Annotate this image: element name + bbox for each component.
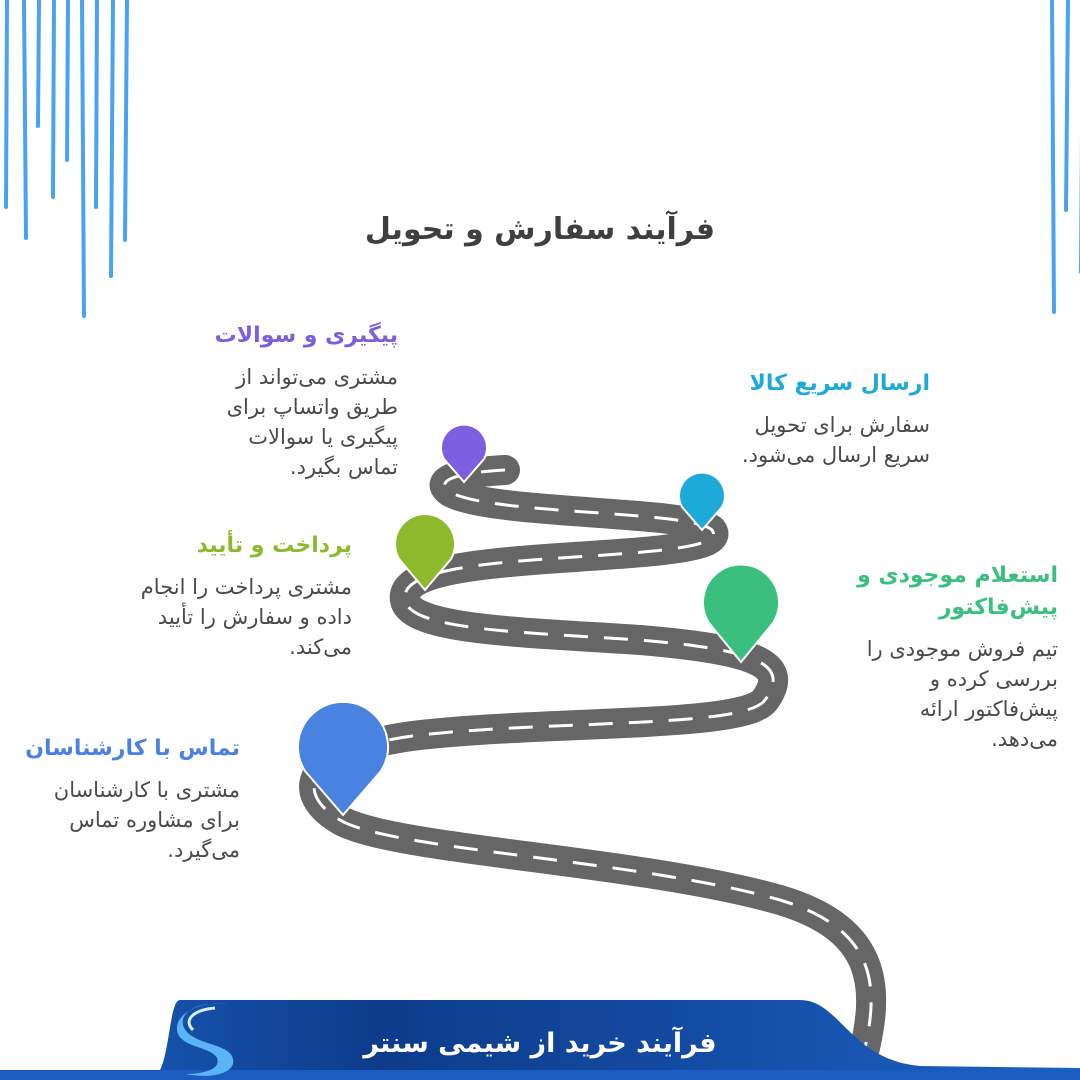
decorative-stripes-left	[4, 0, 129, 318]
footer-title: فرآیند خرید از شیمی سنتر	[363, 1028, 717, 1059]
decorative-stripes-right	[1050, 0, 1080, 314]
step-description: مشتری با کارشناسان برای مشاوره تماس می‌گ…	[53, 778, 240, 862]
s-wave-logo-icon	[176, 1003, 234, 1076]
step-heading: پیگیری و سوالات	[214, 323, 398, 348]
step-contact: تماس با کارشناسان مشتری با کارشناسان برا…	[25, 733, 240, 865]
step-description: مشتری می‌تواند از طریق واتساپ برای پیگیر…	[226, 365, 398, 479]
pin-payment-icon	[394, 513, 456, 592]
pin-contact-icon	[297, 703, 389, 817]
step-heading: پرداخت و تأیید	[196, 533, 352, 558]
step-heading: ارسال سریع کالا	[749, 371, 930, 396]
step-description: تیم فروش موجودی را بررسی کرده و پیش‌فاکت…	[866, 637, 1058, 751]
pin-inquiry-icon	[702, 565, 780, 664]
page-title: فرآیند سفارش و تحویل	[364, 212, 716, 247]
step-heading: تماس با کارشناسان	[25, 736, 240, 761]
footer-banner	[0, 1000, 1080, 1080]
step-description: مشتری پرداخت را انجام داده و سفارش را تأ…	[140, 575, 352, 659]
step-shipping: ارسال سریع کالا سفارش برای تحویل سریع ار…	[742, 368, 930, 470]
step-payment: پرداخت و تأیید مشتری پرداخت را انجام داد…	[141, 530, 352, 662]
pin-shipping-icon	[678, 472, 726, 532]
step-description: سفارش برای تحویل سریع ارسال می‌شود.	[741, 413, 930, 467]
step-inquiry: استعلام موجودی و پیش‌فاکتور تیم فروش موج…	[857, 560, 1058, 754]
step-heading: استعلام موجودی و پیش‌فاکتور	[857, 563, 1058, 620]
step-followup: پیگیری و سوالات مشتری می‌تواند از طریق و…	[215, 320, 398, 482]
pin-followup-icon	[440, 424, 488, 484]
